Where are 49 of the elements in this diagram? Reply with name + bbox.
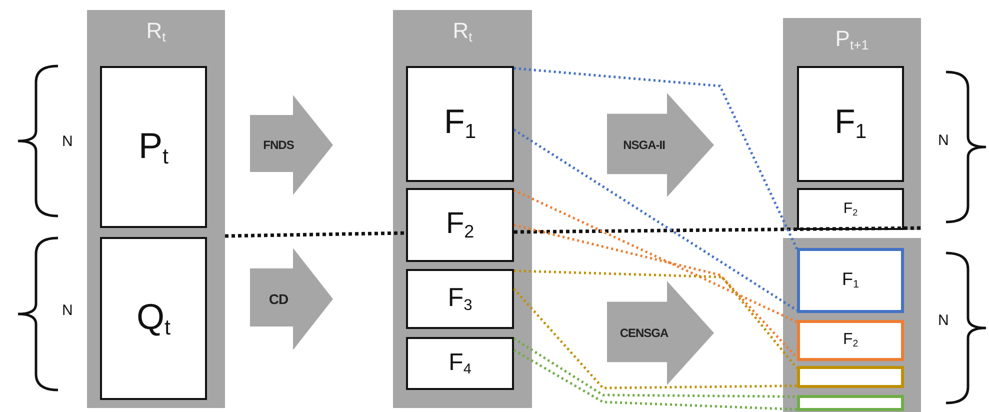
connector-line <box>514 224 798 359</box>
size-label: N <box>62 302 73 319</box>
front-box <box>797 188 904 230</box>
connector-line <box>513 128 798 312</box>
connector-line <box>513 288 798 390</box>
box-label: F$_{1}$ <box>444 105 476 143</box>
panel-title: P$_{t+1}$ <box>834 26 870 54</box>
size-label: N <box>938 132 949 149</box>
box-label: F$_{1}$ <box>842 270 859 291</box>
front-box <box>797 248 904 313</box>
box-label: F$_{2}$ <box>446 209 474 241</box>
box-label: F$_{2}$ <box>843 200 858 218</box>
front-box <box>406 66 514 182</box>
arrow-label: FNDS <box>262 138 295 152</box>
front-box <box>797 366 904 388</box>
front-box <box>797 66 904 182</box>
block-arrow <box>250 95 333 195</box>
arrow-label: CD <box>268 290 290 307</box>
box-label: F$_{2}$ <box>842 332 858 349</box>
connector-line <box>513 349 798 411</box>
front-box <box>797 395 904 411</box>
front-box <box>406 337 514 390</box>
population-panel <box>783 238 921 412</box>
population-panel <box>393 10 532 408</box>
size-label: N <box>938 312 949 329</box>
front-box <box>797 320 904 361</box>
connector-line <box>514 67 798 250</box>
box-label: F$_{1}$ <box>834 105 867 143</box>
box-label: F$_{3}$ <box>448 284 472 314</box>
arrow-label: CENSGA <box>618 326 670 340</box>
box-label: Q$_{t}$ <box>136 299 170 338</box>
front-box <box>100 66 207 228</box>
block-arrow <box>607 281 714 385</box>
connector-line <box>513 189 798 324</box>
front-box <box>406 269 514 329</box>
box-label: F$_{4}$ <box>448 350 472 376</box>
panel-title: R$_{t}$ <box>452 18 474 46</box>
block-arrow <box>607 93 714 197</box>
connector-line <box>514 270 798 369</box>
panel-title: R$_{t}$ <box>145 18 167 46</box>
population-panel <box>87 10 225 408</box>
block-arrow <box>250 248 333 350</box>
front-box <box>406 188 514 262</box>
size-label: N <box>62 133 73 150</box>
box-label: P$_{t}$ <box>138 128 168 166</box>
arrow-label: NSGA-II <box>622 138 666 152</box>
front-box <box>100 237 207 400</box>
population-panel <box>783 18 921 230</box>
connector-line <box>513 338 797 398</box>
